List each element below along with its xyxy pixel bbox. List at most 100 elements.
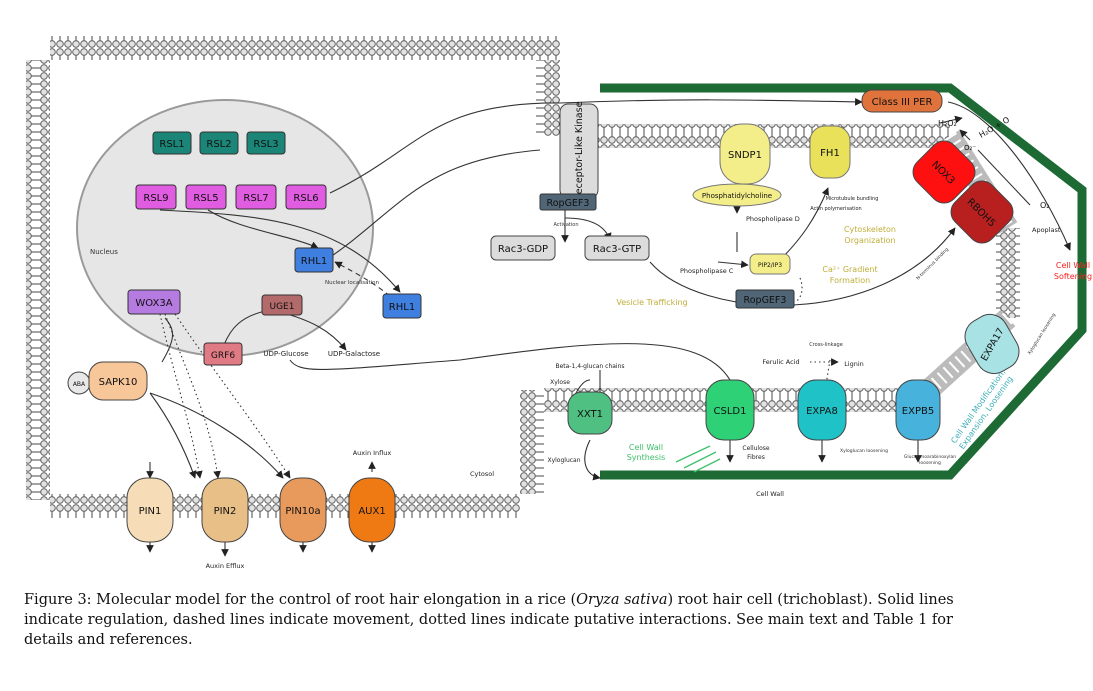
nox-activation-label: N-terminus binding xyxy=(915,247,950,282)
xxt1-node: XXT1 xyxy=(567,391,613,435)
svg-text:Rac3-GTP: Rac3-GTP xyxy=(593,244,641,255)
sapk10-node: SAPK10 xyxy=(88,361,148,401)
class3-per-box: Class III PER xyxy=(861,89,943,113)
svg-text:RSL7: RSL7 xyxy=(243,193,268,204)
rboh5-node: RBOH5 xyxy=(950,180,1014,244)
svg-text:FH1: FH1 xyxy=(820,148,840,159)
phospholipase-d-label: Phospholipase D xyxy=(746,215,800,223)
svg-text:PIN2: PIN2 xyxy=(214,506,237,517)
rsl3-box: RSL3 xyxy=(246,131,286,155)
cell-wall xyxy=(600,83,1087,480)
rhl1-cytosol-box: RHL1 xyxy=(382,293,422,319)
aux1-transporter: AUX1 xyxy=(348,477,396,543)
cross-linkage-label: Cross-linkage xyxy=(809,342,843,348)
microtubule-label: Microtubule bundling xyxy=(826,196,879,202)
svg-text:WOX3A: WOX3A xyxy=(135,298,172,309)
nuclear-localisation-label: Nuclear localisation xyxy=(325,280,380,286)
nox3-node: NOX3 xyxy=(912,140,976,204)
ferulic-acid-label: Ferulic Acid xyxy=(762,358,799,366)
svg-text:Phosphatidylcholine: Phosphatidylcholine xyxy=(702,192,772,200)
rac3-gtp-box: Rac3-GTP xyxy=(584,235,650,261)
pin1-transporter: PIN1 xyxy=(126,477,174,543)
xyloglucan-loosening-right-label: Xyloglucan loosening xyxy=(1027,312,1058,356)
cytosol-label: Cytosol xyxy=(470,470,494,478)
expb5-node: EXPB5 xyxy=(895,379,941,441)
pin10a-transporter: PIN10a xyxy=(279,477,327,543)
svg-text:SAPK10: SAPK10 xyxy=(99,377,138,388)
svg-text:RSL6: RSL6 xyxy=(293,193,318,204)
aba-node: ABA xyxy=(67,371,91,395)
svg-text:RSL2: RSL2 xyxy=(206,139,231,150)
udp-galactose-label: UDP-Galactose xyxy=(328,350,380,358)
svg-text:Rac3-GDP: Rac3-GDP xyxy=(498,244,548,255)
udp-glucose-label: UDP-Glucose xyxy=(263,350,308,358)
activation-label: Activation xyxy=(553,222,578,228)
receptor-kinase: Receptor-Like Kinase xyxy=(559,101,599,200)
svg-text:RSL5: RSL5 xyxy=(193,193,218,204)
rac3-gdp-box: Rac3-GDP xyxy=(490,235,556,261)
rhl1-nucleus-box: RHL1 xyxy=(294,247,334,273)
xyloglucan-label: Xyloglucan xyxy=(547,457,580,464)
root-hair-diagram: Nucleus xyxy=(26,36,1092,570)
xylose-label: Xylose xyxy=(550,379,570,386)
vesicle-trafficking-label: Vesicle Trafficking xyxy=(616,298,687,307)
wox3a-box: WOX3A xyxy=(127,289,181,315)
rsl9-box: RSL9 xyxy=(135,184,177,210)
rsl2-box: RSL2 xyxy=(199,131,239,155)
ropgef3-top-box: RopGEF3 xyxy=(539,193,597,211)
auxin-influx-label: Auxin Influx xyxy=(353,449,392,457)
svg-text:RHL1: RHL1 xyxy=(301,256,327,267)
svg-text:Class III PER: Class III PER xyxy=(872,97,933,108)
svg-text:RopGEF3: RopGEF3 xyxy=(547,198,590,209)
grf6-box: GRF6 xyxy=(203,342,243,366)
cellulose-strands xyxy=(675,445,721,473)
o2-label: O₂ xyxy=(1040,201,1050,210)
caption-suffix: ) root hair cell (trichoblast). Solid li… xyxy=(24,592,954,648)
svg-text:EXPB5: EXPB5 xyxy=(902,406,934,417)
cell-wall-label: Cell Wall xyxy=(756,490,784,498)
svg-text:RSL3: RSL3 xyxy=(253,139,278,150)
svg-text:PIN10a: PIN10a xyxy=(285,506,320,517)
putative-lines xyxy=(159,277,839,479)
actin-label: Actin polymerisation xyxy=(810,206,861,212)
svg-text:CSLD1: CSLD1 xyxy=(714,406,747,417)
rsl6-box: RSL6 xyxy=(285,184,327,210)
svg-text:AUX1: AUX1 xyxy=(358,506,385,517)
auxin-efflux-label: Auxin Efflux xyxy=(206,562,245,570)
figure-caption: Figure 3: Molecular model for the contro… xyxy=(24,590,969,650)
pin2-transporter: PIN2 xyxy=(201,477,249,543)
rsl7-box: RSL7 xyxy=(235,184,277,210)
svg-text:PIP2/IP3: PIP2/IP3 xyxy=(758,262,782,269)
svg-text:UGE1: UGE1 xyxy=(270,302,295,312)
sndp1-node: SNDP1 xyxy=(719,123,771,185)
svg-text:Receptor-Like Kinase: Receptor-Like Kinase xyxy=(574,101,585,200)
rsl5-box: RSL5 xyxy=(185,184,227,210)
expa17-node: EXPA17 xyxy=(964,313,1020,375)
ropgef3-bottom-box: RopGEF3 xyxy=(735,289,795,309)
expa8-node: EXPA8 xyxy=(797,379,847,441)
svg-text:XXT1: XXT1 xyxy=(577,409,603,420)
svg-text:GRF6: GRF6 xyxy=(211,351,235,361)
beta-glucan-label: Beta-1,4-glucan chains xyxy=(555,363,624,370)
csld1-node: CSLD1 xyxy=(705,379,755,441)
caption-species: Oryza sativa xyxy=(576,592,668,608)
phospholipase-c-label: Phospholipase C xyxy=(680,267,734,275)
svg-text:RSL9: RSL9 xyxy=(143,193,168,204)
fh1-node: FH1 xyxy=(809,125,851,179)
o2-minus-label: O₂⁻ xyxy=(964,144,976,152)
apoplast-label: Apoplast xyxy=(1032,226,1061,234)
svg-text:RSL1: RSL1 xyxy=(159,139,184,150)
svg-text:PIN1: PIN1 xyxy=(139,506,162,517)
svg-text:RHL1: RHL1 xyxy=(389,302,415,313)
svg-text:RopGEF3: RopGEF3 xyxy=(744,295,787,306)
lignin-label: Lignin xyxy=(844,360,864,368)
svg-text:SNDP1: SNDP1 xyxy=(728,150,762,161)
xyloglucan-loosening-label: Xyloglucan loosening xyxy=(840,448,888,454)
h2o2-label: H₂O₂ xyxy=(938,119,957,128)
